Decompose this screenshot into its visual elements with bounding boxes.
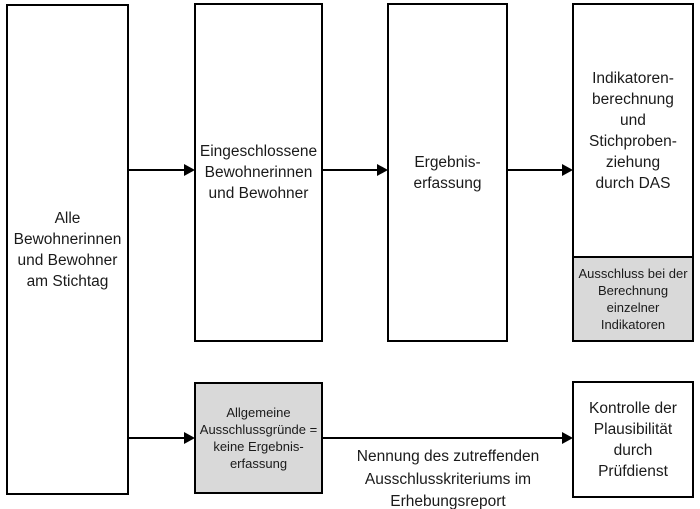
box-all-residents-label: Alle Bewohnerinnen und Bewohner am Stich… [13,209,122,290]
box-plausibility-check: Kontrolle der Plausibilität durch Prüfdi… [572,381,694,498]
box-exclusion-single-indicators-label: Ausschluss bei der Berechnung einzelner … [578,266,688,332]
box-indicator-calculation-label: Indikatoren- berechnung und Stichproben-… [589,69,677,192]
box-general-exclusion-label: Allgemeine Ausschlussgründe = keine Erge… [199,405,318,471]
box-result-capture-label: Ergebnis- erfassung [413,153,482,192]
box-included-residents-label: Eingeschlossene Bewohnerinnen und Bewohn… [199,143,318,202]
box-all-residents: Alle Bewohnerinnen und Bewohner am Stich… [6,4,129,495]
box-indicator-calculation: Indikatoren- berechnung und Stichproben-… [572,3,694,258]
exclusion-note-text: Nennung des zutreffenden Ausschlusskrite… [356,448,540,509]
box-exclusion-single-indicators: Ausschluss bei der Berechnung einzelner … [572,256,694,342]
arrow-included-to-result [323,163,388,176]
arrow-result-to-indicator [508,163,573,176]
arrow-exclusion-to-plausibility [323,431,573,444]
box-general-exclusion: Allgemeine Ausschlussgründe = keine Erge… [194,382,323,494]
box-result-capture: Ergebnis- erfassung [387,3,508,342]
arrow-all-to-included [129,163,195,176]
box-plausibility-check-label: Kontrolle der Plausibilität durch Prüfdi… [589,399,677,480]
arrow-all-to-exclusion [129,431,195,444]
box-included-residents: Eingeschlossene Bewohnerinnen und Bewohn… [194,3,323,342]
